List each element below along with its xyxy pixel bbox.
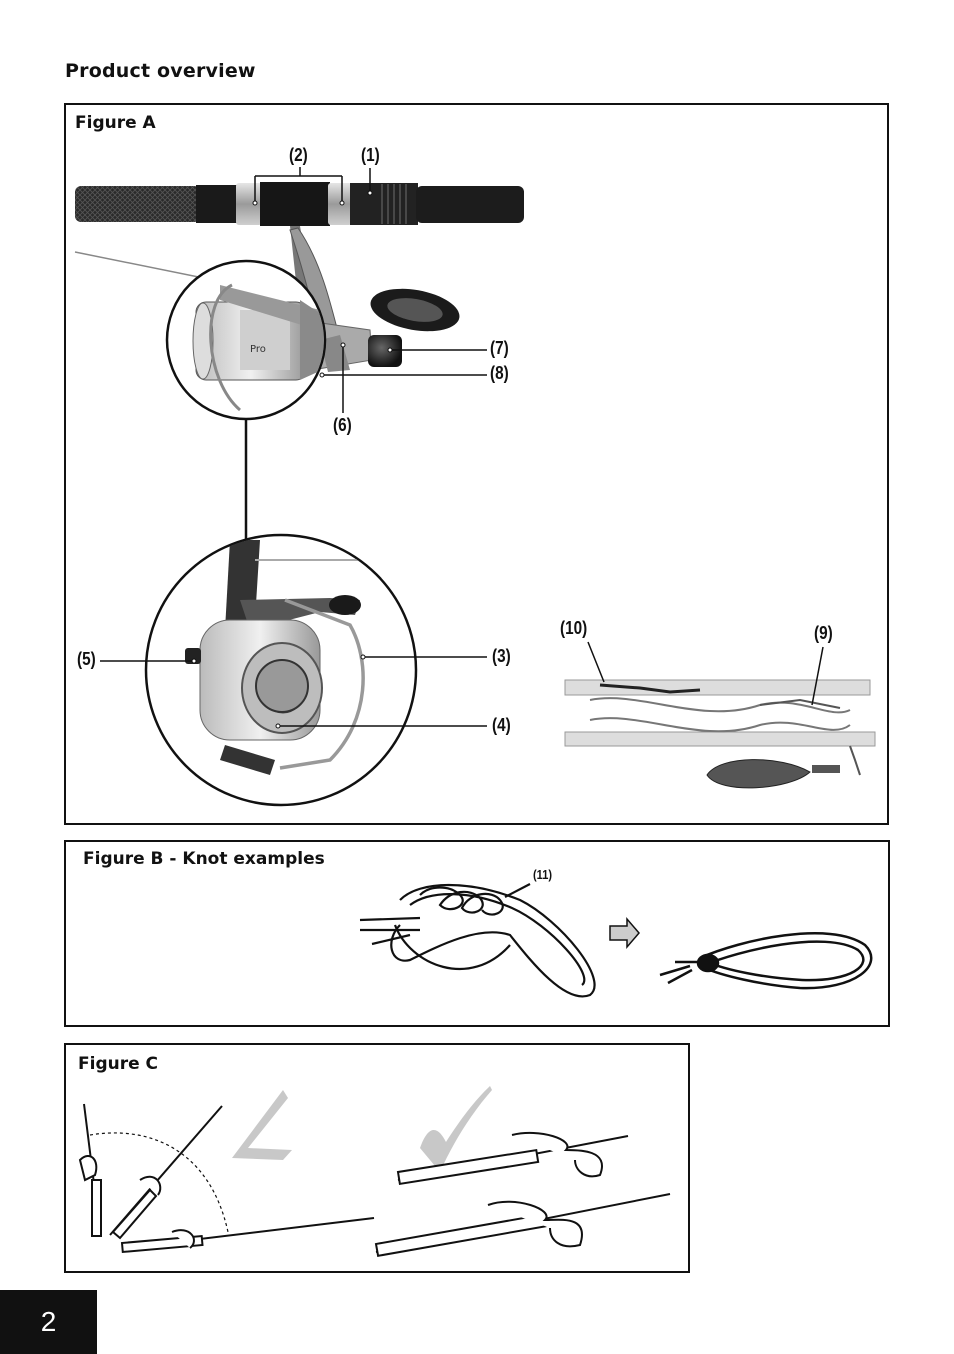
figure-c-label: Figure C (78, 1054, 159, 1074)
check-mark-icon (420, 1086, 492, 1172)
callout-2: (2) (289, 145, 308, 165)
rod-handle (75, 182, 524, 226)
callout-9: (9) (814, 623, 833, 643)
figure-b-label: Figure B - Knot examples (83, 849, 325, 869)
cross-mark-icon (232, 1090, 292, 1160)
page-heading: Product overview (65, 60, 256, 82)
figure-b-frame: Figure B - Knot examples (64, 840, 890, 1027)
figure-a-label: Figure A (75, 113, 156, 133)
casting-diagram (78, 1086, 671, 1257)
callout-5: (5) (77, 649, 96, 669)
fishing-rig (564, 679, 876, 789)
svg-text:Pro: Pro (250, 344, 266, 355)
callout-1: (1) (361, 145, 380, 165)
figure-a-frame: Figure A (64, 103, 889, 825)
page-number: 2 (0, 1290, 97, 1354)
knot-diagram (359, 883, 873, 998)
callout-7: (7) (490, 338, 509, 358)
leader-dots (191, 190, 393, 729)
callout-3: (3) (492, 646, 511, 666)
callout-4: (4) (492, 715, 511, 735)
callout-11: (11) (533, 867, 553, 882)
callout-6: (6) (333, 415, 352, 435)
figure-c-frame: Figure C (64, 1043, 690, 1273)
reel-zoom-bottom (144, 533, 418, 807)
callout-10: (10) (560, 618, 588, 638)
arrow-icon (609, 916, 640, 950)
figure-a-leader-lines (100, 167, 824, 727)
reel-zoom-top: Pro (165, 259, 327, 421)
callout-8: (8) (490, 363, 509, 383)
